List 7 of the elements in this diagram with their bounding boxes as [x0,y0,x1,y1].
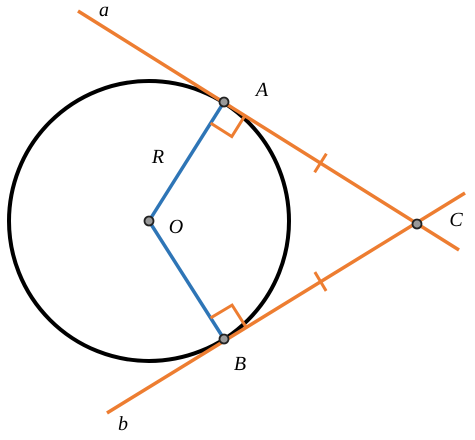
line-label: a [99,0,109,20]
point-label: B [234,354,246,374]
line-label: b [118,414,128,434]
point-label: A [256,80,268,100]
point-label: C [449,210,463,230]
radius-label: R [152,147,164,167]
point-label: O [168,217,184,237]
